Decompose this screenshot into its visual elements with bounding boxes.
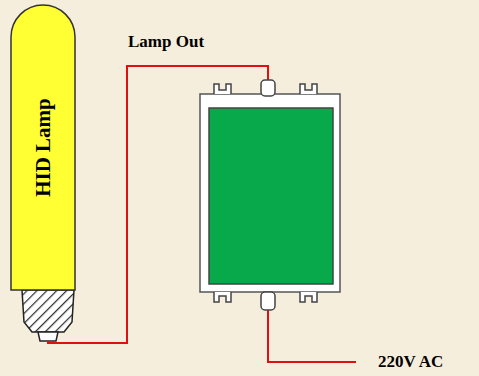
ballast-housing	[200, 94, 340, 292]
input-terminal	[261, 292, 275, 310]
lamp-cap	[38, 332, 58, 341]
wire-label: 220V AC	[378, 352, 443, 372]
lamp-label: HID Lamp	[31, 98, 56, 197]
wire-label: Lamp Out	[128, 32, 204, 52]
mains-wire	[268, 310, 356, 362]
mounting-tabs	[214, 84, 317, 302]
ballast-core	[209, 108, 333, 284]
output-terminal	[261, 80, 275, 96]
lamp-base	[22, 290, 74, 332]
hid-lamp: HID Lamp	[10, 4, 76, 291]
